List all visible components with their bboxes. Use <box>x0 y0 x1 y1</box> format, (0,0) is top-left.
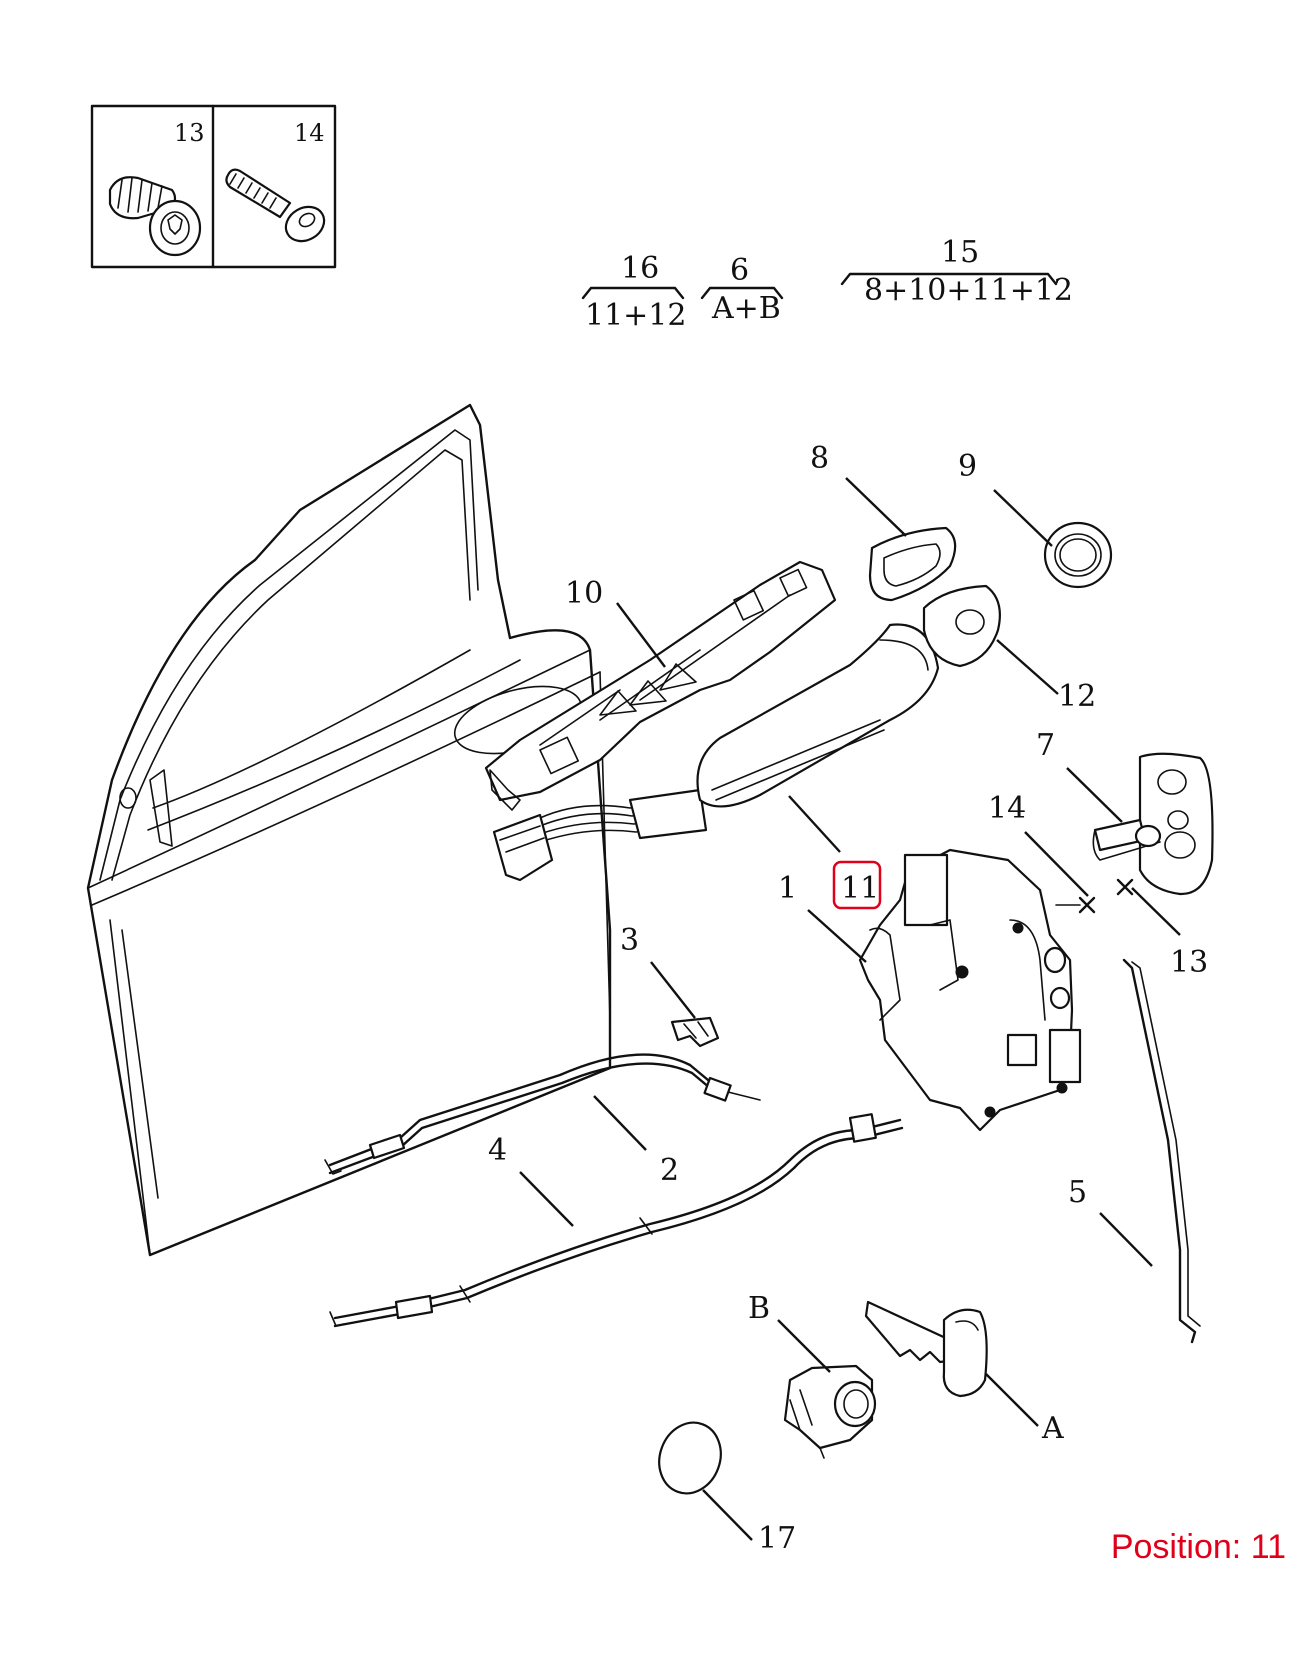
car-door <box>86 403 612 1257</box>
kit-group-6: 6 A+B <box>700 253 784 326</box>
highlight-callout-11 <box>832 860 882 910</box>
button-head-screw-icon <box>225 168 326 243</box>
kit-16-contents: 11+12 <box>585 298 686 333</box>
kit-16-number: 16 <box>621 251 659 286</box>
callout-9: 9 <box>958 449 977 484</box>
callout-11: 11 <box>841 871 879 906</box>
callout-7: 7 <box>1036 728 1055 763</box>
kit-group-16: 16 11+12 <box>581 251 686 333</box>
callout-B: B <box>748 1291 770 1326</box>
handle-end-cap <box>922 584 1001 668</box>
wiring-harness <box>492 788 708 882</box>
kit-group-15: 15 8+10+11+12 <box>840 235 1073 308</box>
callout-17: 17 <box>758 1521 796 1556</box>
kit-6-number: 6 <box>730 253 749 288</box>
screw-cross-marks <box>1055 878 1134 914</box>
position-value: 11 <box>1250 1528 1286 1566</box>
callout-5: 5 <box>1068 1175 1087 1210</box>
kit-15-number: 15 <box>941 235 979 270</box>
callout-12: 12 <box>1058 679 1096 714</box>
outer-release-cable <box>329 1113 904 1328</box>
lock-rod <box>1122 958 1201 1344</box>
callout-10: 10 <box>565 576 603 611</box>
handle-carrier-bracket <box>484 560 837 811</box>
callout-8: 8 <box>810 441 829 476</box>
leader-lines <box>519 477 1181 1541</box>
handle-gasket <box>868 526 957 602</box>
callout-14: 14 <box>988 791 1026 826</box>
callout-4: 4 <box>488 1133 507 1168</box>
fastener-inset: 13 14 <box>90 104 337 269</box>
callout-labels: 10 8 9 12 7 14 13 11 1 3 2 4 5 B A 17 <box>488 441 1208 1556</box>
inner-release-cable <box>324 1053 761 1175</box>
kit-6-contents: A+B <box>711 291 781 326</box>
inset-callout-13: 13 <box>174 119 205 147</box>
position-label-text: Position: <box>1110 1528 1242 1566</box>
callout-13: 13 <box>1170 945 1208 980</box>
key <box>864 1300 988 1398</box>
seal-ring <box>1043 521 1113 589</box>
kit-15-contents: 8+10+11+12 <box>864 273 1073 308</box>
door-striker <box>1092 752 1214 896</box>
lock-cylinder <box>783 1364 877 1459</box>
callout-A: A <box>1041 1411 1064 1446</box>
callout-3: 3 <box>620 923 639 958</box>
torx-flange-screw-icon <box>108 176 202 257</box>
cable-clip <box>670 1016 720 1048</box>
position-indicator: Position: 11 <box>1111 1528 1286 1567</box>
inset-callout-14: 14 <box>294 119 325 147</box>
callout-1: 1 <box>778 871 797 906</box>
callout-2: 2 <box>660 1153 679 1188</box>
o-ring <box>658 1421 722 1495</box>
door-lock-actuator <box>858 848 1082 1132</box>
